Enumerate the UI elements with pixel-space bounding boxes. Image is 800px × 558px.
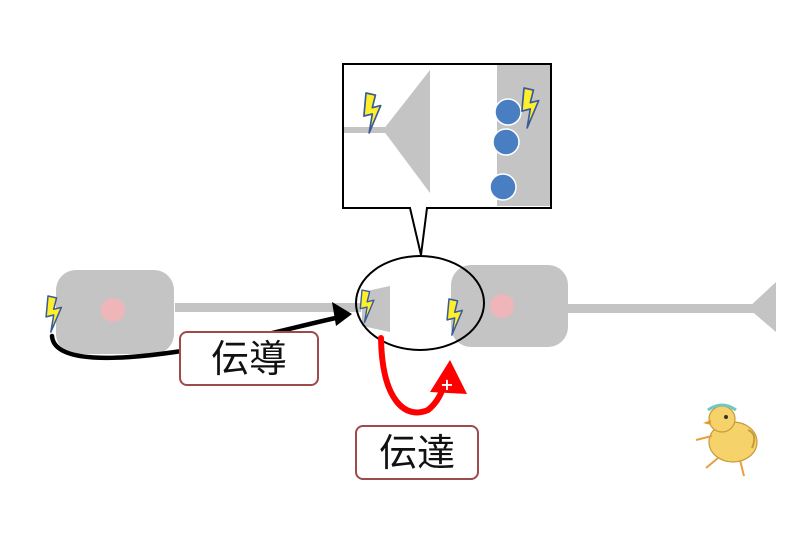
vesicle — [494, 98, 522, 126]
left-nucleus — [101, 298, 125, 322]
left-neuron — [56, 270, 390, 354]
transmission-label: 伝達 — [355, 425, 479, 480]
right-axon-terminal — [748, 282, 776, 332]
synapse-zoom-callout — [342, 63, 552, 256]
transmission-arrow: + — [378, 335, 467, 416]
vesicle — [489, 173, 517, 201]
transmission-label-box — [355, 425, 479, 480]
plus-sign-icon: + — [440, 375, 453, 394]
zoom-axon — [344, 127, 385, 133]
left-axon — [175, 303, 361, 312]
conduction-label-text: 伝導 — [211, 337, 287, 381]
left-axon-terminal — [362, 286, 390, 332]
synapse-highlight-circle — [355, 255, 485, 351]
vesicle — [492, 128, 520, 156]
right-nucleus — [490, 294, 514, 318]
transmission-label-text: 伝達 — [379, 431, 455, 475]
conduction-label-box — [179, 331, 319, 386]
chick-icon — [695, 403, 758, 477]
zoom-axon-terminal — [383, 70, 430, 193]
conduction-arrow — [49, 302, 352, 361]
conduction-label: 伝導 — [179, 331, 319, 386]
right-neuron — [451, 265, 776, 347]
right-axon — [566, 304, 756, 313]
